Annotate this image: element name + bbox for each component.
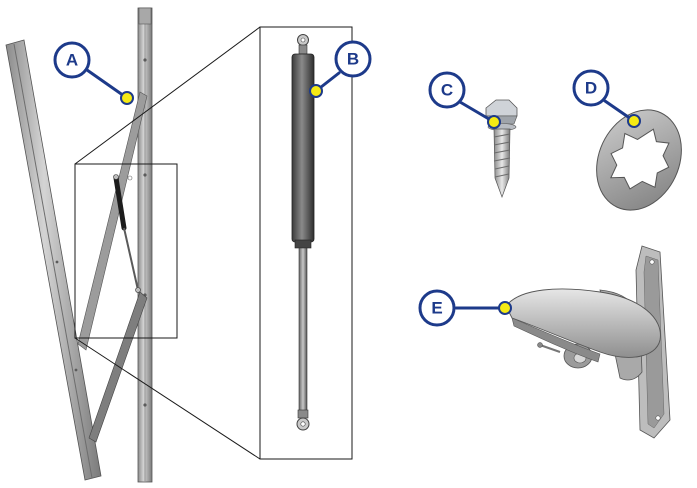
- callout-letter-e: E: [431, 299, 442, 318]
- callout-a: A: [53, 41, 91, 79]
- callout-letter-c: C: [441, 81, 453, 100]
- zoom-detail-box: [259, 26, 353, 460]
- callout-letter-b: B: [347, 50, 359, 69]
- callout-c: C: [428, 71, 466, 109]
- gas-spring-rod: [298, 247, 308, 413]
- callout-letter-a: A: [66, 51, 78, 70]
- gas-spring-installed: [113, 174, 141, 293]
- screw-shank: [493, 128, 511, 199]
- callout-d: D: [572, 69, 610, 107]
- bracket-lever: [505, 288, 661, 358]
- marker-dot-b: [309, 84, 323, 98]
- marker-dots: [120, 84, 641, 315]
- gas-spring-cylinder: [291, 53, 315, 243]
- callout-leaders: [85, 68, 636, 310]
- rail-holes: [55, 58, 147, 407]
- marker-dot-e: [498, 301, 512, 315]
- callout-letter-d: D: [585, 79, 597, 98]
- callout-e: E: [418, 289, 456, 327]
- marker-dot-a: [120, 91, 134, 105]
- frame-assembly: [5, 7, 153, 483]
- washer-inner-teeth: [610, 128, 670, 190]
- leader-a: [85, 68, 129, 100]
- lower-strut: [88, 291, 148, 443]
- slanted-rail: [5, 39, 102, 481]
- callout-b: B: [334, 40, 372, 78]
- lock-washer: [596, 109, 682, 211]
- handle-bracket: [505, 245, 671, 439]
- marker-dot-d: [627, 114, 641, 128]
- marker-dot-c: [487, 115, 501, 129]
- screw: [485, 99, 518, 199]
- zoom-source-box: [74, 163, 178, 339]
- upper-strut: [77, 91, 148, 351]
- gas-spring: [291, 34, 315, 431]
- detail-zoom: [74, 26, 353, 460]
